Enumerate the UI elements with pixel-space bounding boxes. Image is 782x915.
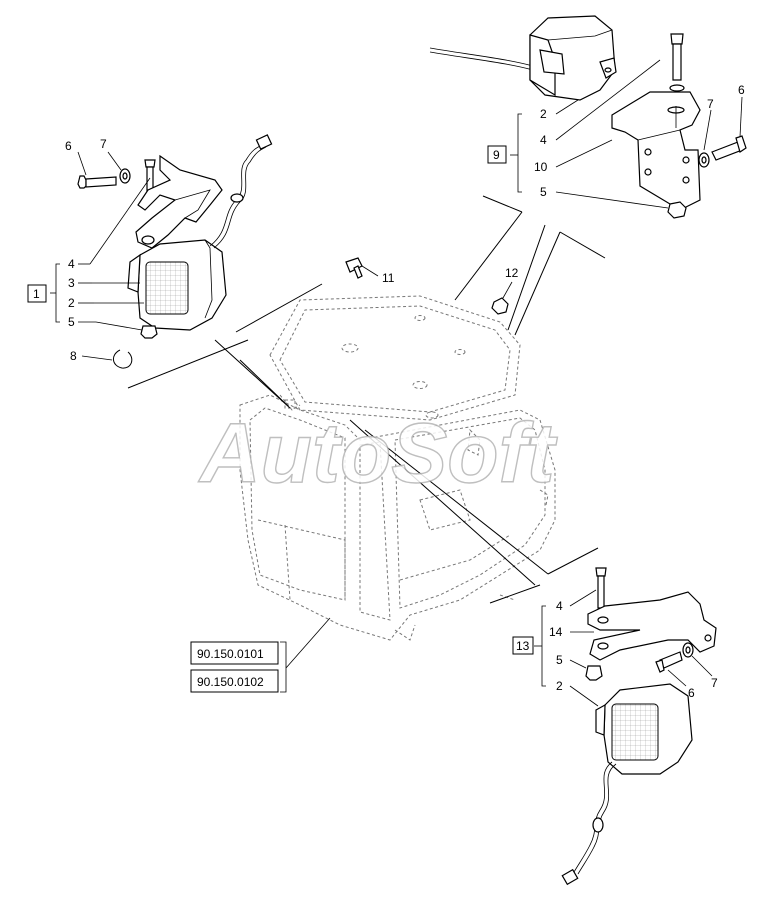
callout-left-6: 6 bbox=[65, 139, 72, 153]
bracket-icon bbox=[587, 591, 717, 661]
callout-tr-4: 4 bbox=[540, 133, 547, 147]
callout-br-7: 7 bbox=[711, 676, 718, 690]
bracket-icon bbox=[611, 91, 701, 211]
bracket-icon bbox=[135, 154, 223, 249]
center-fasteners bbox=[345, 257, 513, 315]
cap-nut-icon bbox=[667, 201, 687, 219]
watermark-text: AutoSoft bbox=[198, 406, 558, 500]
callout-left-8: 8 bbox=[70, 349, 77, 363]
callout-center-12: 12 bbox=[505, 266, 519, 280]
reference-box-b[interactable] bbox=[190, 669, 279, 693]
bottom-right-work-lamp-assembly bbox=[512, 567, 717, 886]
reference-link-a[interactable]: 90.150.0101 bbox=[197, 647, 264, 661]
screw-icon bbox=[655, 651, 683, 673]
callout-center-11: 11 bbox=[382, 271, 395, 285]
callout-left-7: 7 bbox=[100, 137, 107, 151]
work-lamp-icon bbox=[595, 683, 693, 775]
callout-left-2: 2 bbox=[68, 296, 75, 310]
nut-icon bbox=[491, 297, 509, 315]
group-label-1: 1 bbox=[33, 287, 40, 301]
bolt-icon bbox=[669, 33, 685, 92]
reference-boxes bbox=[190, 617, 331, 693]
callout-br-6: 6 bbox=[688, 686, 695, 700]
screw-icon bbox=[711, 135, 747, 161]
reference-link-b[interactable]: 90.150.0102 bbox=[197, 675, 264, 689]
cable-icon bbox=[209, 134, 273, 249]
callout-left-4: 4 bbox=[68, 257, 75, 271]
callout-br-5: 5 bbox=[556, 653, 563, 667]
cap-nut-icon bbox=[140, 325, 158, 339]
callout-tr-6: 6 bbox=[738, 83, 745, 97]
cable-icon bbox=[561, 761, 617, 886]
work-lamp-icon bbox=[127, 239, 227, 331]
callout-br-4: 4 bbox=[556, 599, 563, 613]
callout-left-5: 5 bbox=[68, 315, 75, 329]
tractor-cab bbox=[239, 295, 556, 641]
cap-nut-icon bbox=[585, 665, 603, 681]
screw-icon bbox=[345, 257, 363, 279]
reference-box-a[interactable] bbox=[190, 641, 279, 665]
bolt-icon bbox=[144, 159, 156, 193]
beacon-lamp-icon bbox=[529, 15, 617, 101]
left-work-lamp-assembly bbox=[27, 134, 273, 369]
callout-left-3: 3 bbox=[68, 276, 75, 290]
callout-br-14: 14 bbox=[549, 625, 563, 639]
group-label-13: 13 bbox=[516, 639, 530, 653]
callout-br-2: 2 bbox=[556, 679, 563, 693]
top-right-beacon-assembly bbox=[429, 15, 747, 219]
bolt-icon bbox=[595, 567, 607, 609]
group-label-9: 9 bbox=[493, 148, 500, 162]
callout-tr-10: 10 bbox=[534, 160, 548, 174]
callout-tr-2: 2 bbox=[540, 107, 547, 121]
callout-tr-5: 5 bbox=[540, 185, 547, 199]
callout-tr-7: 7 bbox=[707, 97, 714, 111]
snap-ring-icon bbox=[113, 349, 133, 369]
screw-icon bbox=[77, 175, 117, 189]
leader-lines bbox=[127, 195, 606, 604]
cable-icon bbox=[429, 47, 546, 71]
